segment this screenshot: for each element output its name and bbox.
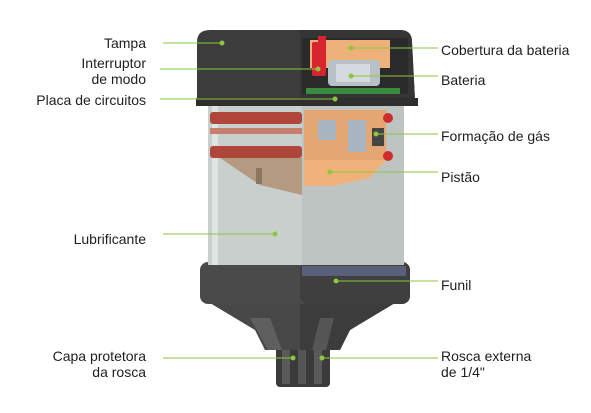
label-pistao: Pistão xyxy=(441,169,480,185)
left-cutaway-piston xyxy=(210,112,302,195)
label-lubrificante: Lubrificante xyxy=(73,231,146,247)
external-thread-nozzle xyxy=(276,345,330,387)
cap-cutaway-electronics xyxy=(302,36,408,94)
label-funil: Funil xyxy=(441,277,472,293)
lower-collar xyxy=(200,262,410,304)
label-capa-protetora: Capa protetora da rosca xyxy=(52,348,146,380)
funnel-cone xyxy=(205,300,400,350)
label-rosca-externa: Rosca externa de 1/4" xyxy=(441,348,532,380)
label-interruptor-de-modo: Interruptor de modo xyxy=(81,55,146,87)
label-tampa: Tampa xyxy=(103,35,146,51)
label-placa-de-circuitos: Placa de circuitos xyxy=(36,92,146,108)
leader-lines xyxy=(160,42,438,359)
label-formacao-de-gas: Formação de gás xyxy=(441,128,550,144)
label-bateria: Bateria xyxy=(441,72,486,88)
label-cobertura-da-bateria: Cobertura da bateria xyxy=(441,42,570,58)
right-cutaway-internals xyxy=(304,110,393,186)
leader-dots xyxy=(219,40,379,361)
